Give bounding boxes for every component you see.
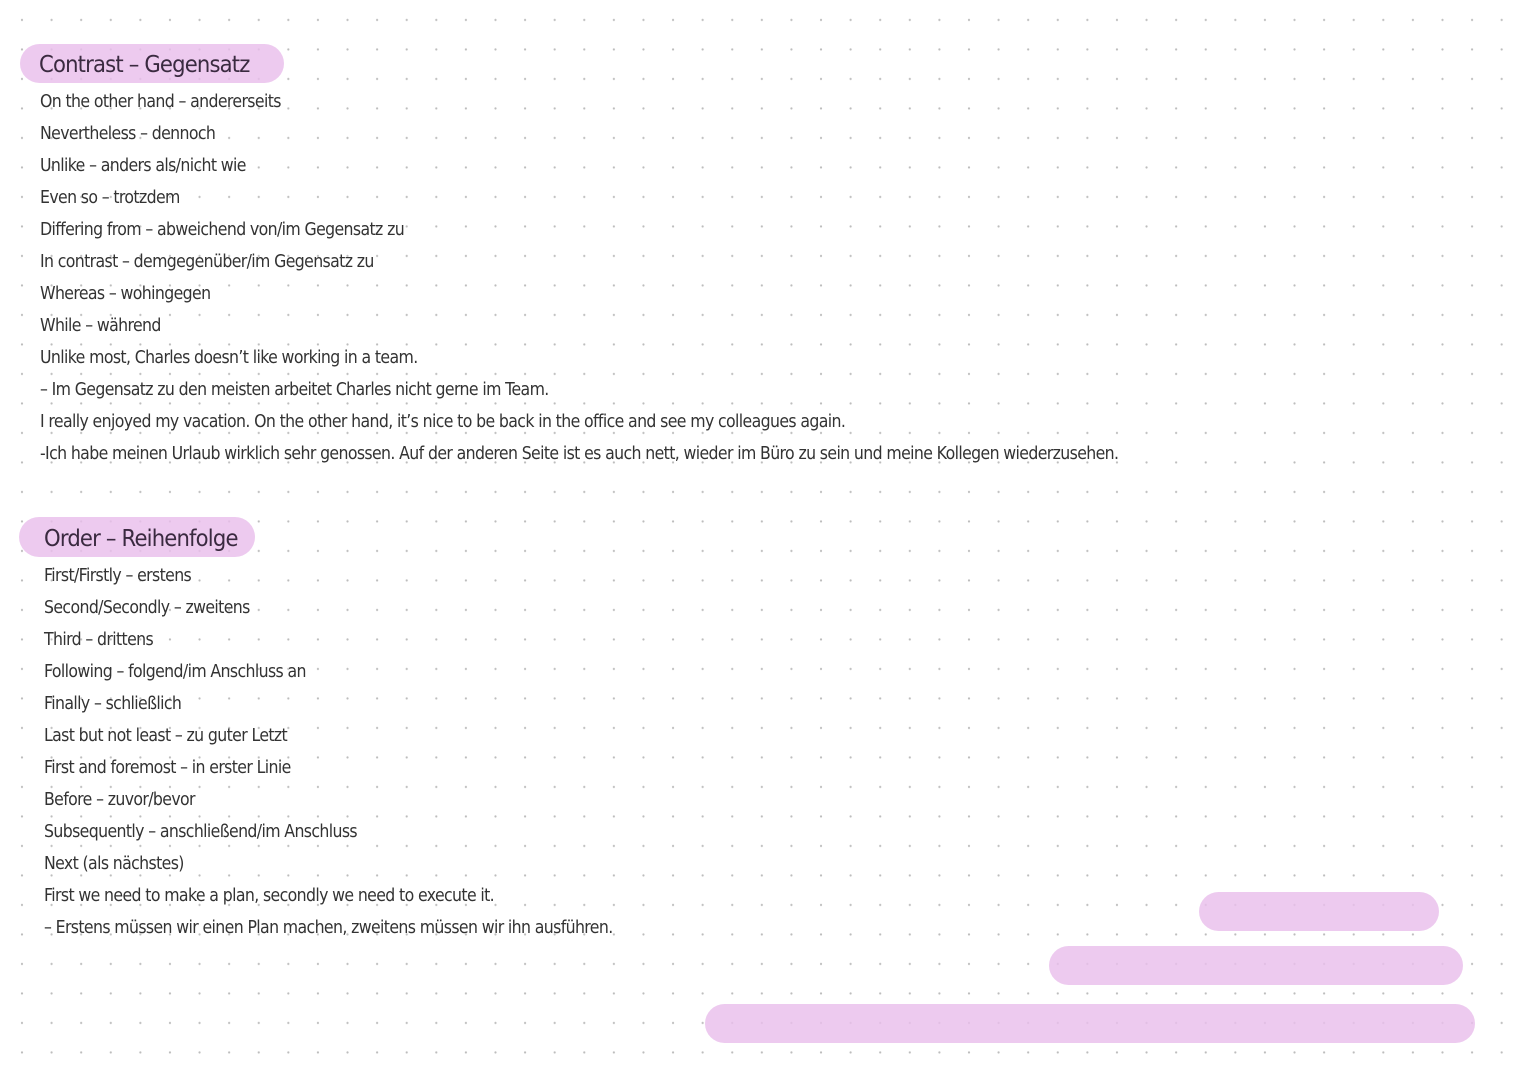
vocabulary-list-contrast: On the other hand – andererseits Neverth… <box>40 86 1238 470</box>
example-sentence: First we need to make a plan, secondly w… <box>44 886 495 906</box>
vocabulary-line: Following – folgend/im Anschluss an <box>44 662 307 682</box>
decorative-highlight-pill <box>1049 946 1463 985</box>
vocabulary-line: Unlike – anders als/nicht wie <box>40 156 246 176</box>
example-sentence: Unlike most, Charles doesn’t like workin… <box>40 348 418 368</box>
vocabulary-line: Before – zuvor/bevor <box>44 790 196 810</box>
vocabulary-list-order: First/Firstly – erstens Second/Secondly … <box>44 560 676 944</box>
vocabulary-line: First and foremost – in erster Linie <box>44 758 291 778</box>
heading-highlight-pill <box>20 44 284 83</box>
example-translation: -Ich habe meinen Urlaub wirklich sehr ge… <box>40 444 1119 464</box>
decorative-highlight-pill <box>705 1004 1475 1043</box>
vocabulary-line: Next (als nächstes) <box>44 854 184 874</box>
vocabulary-line: Third – drittens <box>44 630 154 650</box>
vocabulary-line: On the other hand – andererseits <box>40 92 281 112</box>
vocabulary-line: Last but not least – zu guter Letzt <box>44 726 288 746</box>
vocabulary-line: Differing from – abweichend von/im Gegen… <box>40 220 405 240</box>
vocabulary-line: Even so – trotzdem <box>40 188 180 208</box>
section-heading-order: Order – Reihenfolge <box>44 526 238 552</box>
vocabulary-line: Whereas – wohingegen <box>40 284 211 304</box>
vocabulary-line: While – während <box>40 316 161 336</box>
example-translation: – Im Gegensatz zu den meisten arbeitet C… <box>40 380 549 400</box>
vocabulary-line: Nevertheless – dennoch <box>40 124 216 144</box>
decorative-highlight-pill <box>1199 892 1439 931</box>
vocabulary-line: In contrast – demgegenüber/im Gegensatz … <box>40 252 374 272</box>
example-translation: – Erstens müssen wir einen Plan machen, … <box>44 918 613 938</box>
vocabulary-line: Finally – schließlich <box>44 694 182 714</box>
vocabulary-line: Subsequently – anschließend/im Anschluss <box>44 822 358 842</box>
vocabulary-line: Second/Secondly – zweitens <box>44 598 250 618</box>
example-sentence: I really enjoyed my vacation. On the oth… <box>40 412 846 432</box>
section-heading-contrast: Contrast – Gegensatz <box>39 52 250 78</box>
vocabulary-line: First/Firstly – erstens <box>44 566 192 586</box>
heading-highlight-pill <box>19 517 255 557</box>
